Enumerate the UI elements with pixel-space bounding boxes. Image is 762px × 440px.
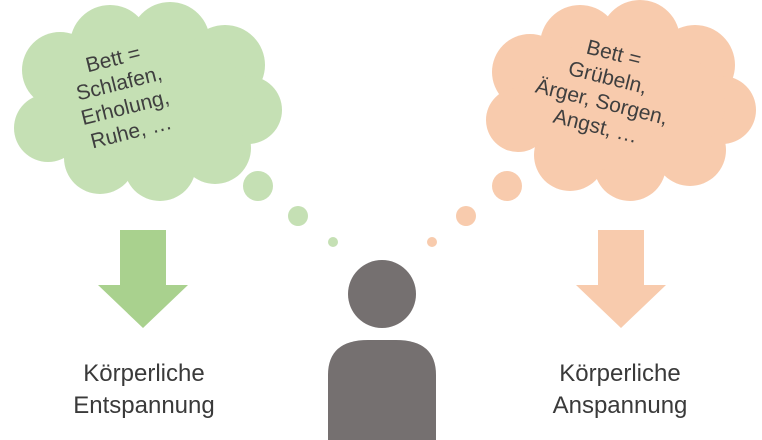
left-down-arrow bbox=[98, 230, 188, 328]
right-thought-cloud bbox=[486, 0, 756, 201]
right-thought-bubble-small bbox=[427, 237, 437, 247]
right-caption-line-2: Anspannung bbox=[552, 392, 688, 419]
right-thought-bubble-medium bbox=[456, 206, 476, 226]
right-down-arrow bbox=[576, 230, 666, 328]
person-head bbox=[348, 260, 416, 328]
left-caption: Körperliche Entspannung bbox=[64, 358, 224, 422]
right-thought-bubble-large bbox=[492, 171, 522, 201]
left-caption-line-1: Körperliche bbox=[83, 360, 205, 387]
person-icon bbox=[328, 260, 436, 440]
right-caption: Körperliche Anspannung bbox=[540, 358, 700, 422]
person-body bbox=[328, 340, 436, 440]
left-thought-bubble-large bbox=[243, 171, 273, 201]
left-caption-line-2: Entspannung bbox=[73, 392, 215, 419]
left-thought-bubble-small bbox=[328, 237, 338, 247]
left-thought-bubble-medium bbox=[288, 206, 308, 226]
left-thought-cloud bbox=[14, 2, 282, 201]
right-caption-line-1: Körperliche bbox=[559, 360, 681, 387]
